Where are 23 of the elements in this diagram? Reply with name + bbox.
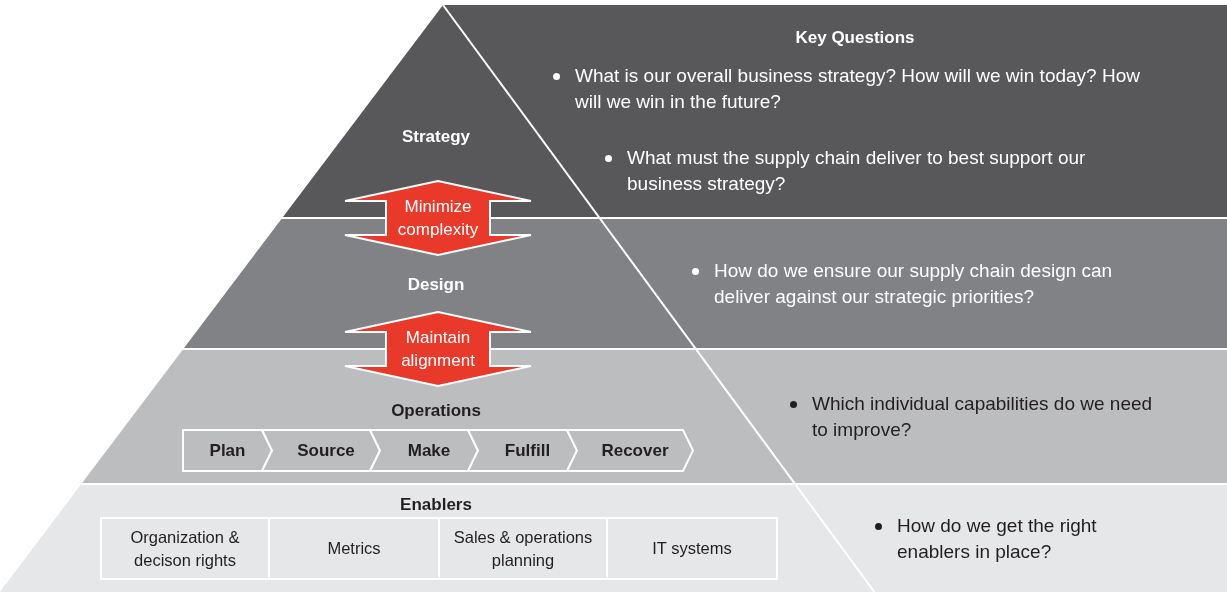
question-text: Which individual capabilities do we need to improve? <box>790 391 1160 443</box>
question-text: How do we ensure our supply chain design can deliver against our strategic priorities? <box>692 258 1170 310</box>
enabler-cell: Sales & operations planning <box>438 517 608 580</box>
question-text: What must the supply chain deliver to best support our business strategy? <box>605 145 1105 197</box>
double-arrow <box>344 310 532 388</box>
question-text: How do we get the right enablers in place? <box>875 513 1137 565</box>
process-step: Make <box>370 430 478 471</box>
tier-title: Design <box>406 275 466 295</box>
edge-label: Maintain alignment <box>400 327 476 372</box>
enabler-cell: Metrics <box>268 517 440 580</box>
double-arrow <box>344 179 532 257</box>
pyramid-tier <box>0 485 1227 592</box>
enabler-cell: Organization & decison rights <box>100 517 270 580</box>
enabler-cell: IT systems <box>606 517 778 580</box>
panel-heading: Key Questions <box>794 27 916 49</box>
process-step: Recover <box>567 430 693 471</box>
process-step: Plan <box>183 430 272 471</box>
question-text: What is our overall business strategy? How will we win today? How will we win in the future? <box>553 63 1149 115</box>
tier-title: Enablers <box>399 495 473 515</box>
tier-title: Strategy <box>401 127 471 147</box>
tier-title: Operations <box>390 401 482 421</box>
process-step: Source <box>262 430 380 471</box>
edge-label: Minimize complexity <box>396 196 480 241</box>
